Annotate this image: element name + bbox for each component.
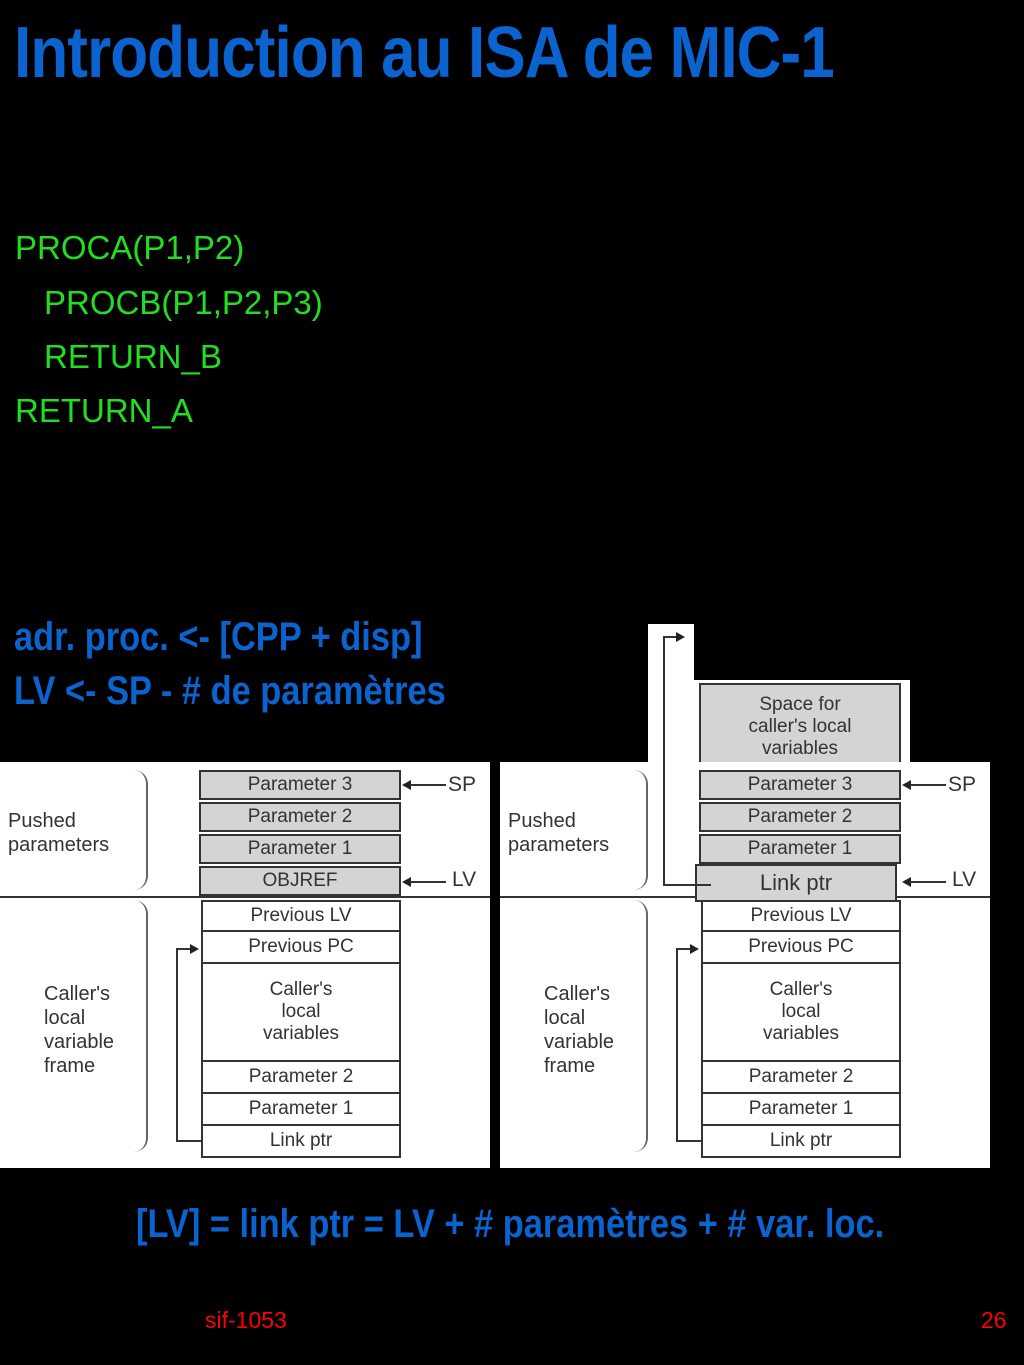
link-pointer-bottom-right bbox=[676, 1140, 701, 1142]
code-line-return-a: RETURN_A bbox=[15, 392, 193, 429]
cell-parameter-1-low-right: Parameter 1 bbox=[701, 1092, 901, 1126]
sp-arrow-head-right bbox=[902, 780, 911, 790]
cell-objref: OBJREF bbox=[199, 866, 401, 896]
cell-link-ptr-low-right: Link ptr bbox=[701, 1124, 901, 1158]
caller-frame-label: Caller's local variable frame bbox=[44, 983, 115, 1077]
link-pointer-line-right bbox=[676, 948, 678, 1140]
cell-previous-pc: Previous PC bbox=[201, 930, 401, 964]
lv-arrow-head bbox=[402, 877, 411, 887]
sp-label: SP bbox=[448, 773, 477, 796]
cell-parameter-2-low: Parameter 2 bbox=[201, 1060, 401, 1094]
caller-frame-label-right: Caller's local variable frame bbox=[544, 983, 615, 1077]
cell-previous-pc-right: Previous PC bbox=[701, 930, 901, 964]
stack-diagram-before: Pushed parameters Caller's local variabl… bbox=[0, 762, 490, 1168]
caller-brace bbox=[134, 900, 148, 1152]
pushed-parameters-label-right: Pushed parameters bbox=[508, 810, 610, 856]
sp-arrow-right bbox=[910, 784, 946, 786]
cell-caller-locals: Caller's local variables bbox=[201, 962, 401, 1062]
link-pointer-head bbox=[190, 944, 199, 954]
lv-arrow-head-right bbox=[902, 877, 911, 887]
code-line-procb: PROCB(P1,P2,P3) bbox=[44, 284, 323, 321]
pushed-brace bbox=[134, 770, 148, 890]
cell-previous-lv-right: Previous LV bbox=[701, 900, 901, 932]
link-pointer-top-right bbox=[676, 948, 692, 950]
lv-arrow bbox=[410, 881, 446, 883]
slide-title: Introduction au ISA de MIC-1 bbox=[14, 13, 835, 93]
cell-parameter-1-right: Parameter 1 bbox=[699, 834, 901, 864]
cell-link-ptr-low: Link ptr bbox=[201, 1124, 401, 1158]
cell-caller-locals-right: Caller's local variables bbox=[701, 962, 901, 1062]
sp-arrow-head bbox=[402, 780, 411, 790]
cell-space-for-caller-locals: Space for caller's local variables bbox=[699, 683, 901, 770]
cell-parameter-3-right: Parameter 3 bbox=[699, 770, 901, 800]
note-lv-calc: LV <- SP - # de paramètres bbox=[14, 669, 446, 713]
divider-line bbox=[0, 896, 490, 898]
note-proc-address: adr. proc. <- [CPP + disp] bbox=[14, 615, 423, 659]
link-pointer-top bbox=[176, 948, 192, 950]
sp-label-right: SP bbox=[948, 773, 977, 796]
page-number: 26 bbox=[981, 1307, 1007, 1333]
long-link-pointer-line bbox=[663, 636, 665, 884]
stack-diagram-after: Pushed parameters Caller's local variabl… bbox=[500, 762, 990, 1168]
link-pointer-line bbox=[176, 948, 178, 1140]
link-pointer-bottom bbox=[176, 1140, 201, 1142]
pushed-parameters-label: Pushed parameters bbox=[8, 810, 110, 856]
lv-arrow-right bbox=[910, 881, 946, 883]
cell-parameter-3: Parameter 3 bbox=[199, 770, 401, 800]
sp-arrow bbox=[410, 784, 446, 786]
long-link-pointer-top bbox=[663, 636, 677, 638]
cell-parameter-2: Parameter 2 bbox=[199, 802, 401, 832]
formula-text: [LV] = link ptr = LV + # paramètres + # … bbox=[136, 1202, 885, 1246]
cell-previous-lv: Previous LV bbox=[201, 900, 401, 932]
cell-link-ptr-right: Link ptr bbox=[695, 864, 897, 902]
link-pointer-head-right bbox=[690, 944, 699, 954]
cell-parameter-2-right: Parameter 2 bbox=[699, 802, 901, 832]
cell-parameter-2-low-right: Parameter 2 bbox=[701, 1060, 901, 1094]
lv-label: LV bbox=[452, 868, 477, 891]
footer-course: sif-1053 bbox=[205, 1307, 287, 1333]
pushed-brace-right bbox=[634, 770, 648, 890]
code-line-return-b: RETURN_B bbox=[44, 338, 222, 375]
code-line-proca: PROCA(P1,P2) bbox=[15, 229, 245, 266]
cell-parameter-1-low: Parameter 1 bbox=[201, 1092, 401, 1126]
long-link-pointer-head bbox=[676, 632, 685, 642]
cell-parameter-1: Parameter 1 bbox=[199, 834, 401, 864]
caller-brace-right bbox=[634, 900, 648, 1152]
link-pointer-white-strip bbox=[648, 624, 694, 762]
lv-label-right: LV bbox=[952, 868, 977, 891]
long-link-pointer-bottom bbox=[663, 884, 711, 886]
